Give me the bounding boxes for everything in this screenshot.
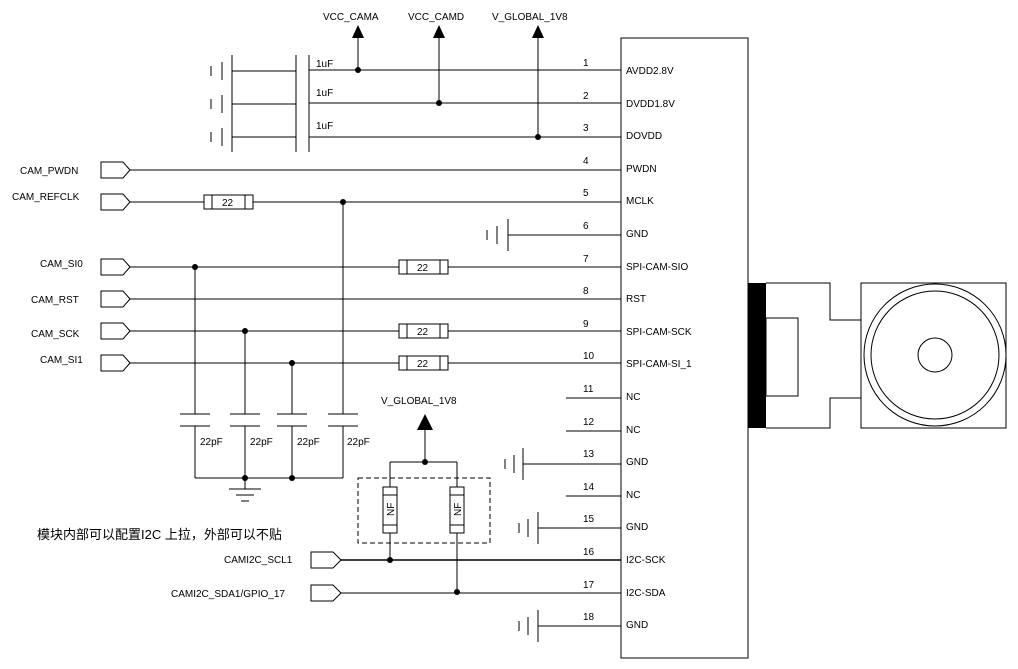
vcc-cama-label: VCC_CAMA	[323, 12, 379, 23]
pin-number-14: 14	[583, 482, 595, 493]
net-cami2c-scl1-label: CAMI2C_SCL1	[224, 555, 293, 566]
pin-name-13: GND	[626, 457, 648, 468]
port-cam-pwdn-icon	[100, 161, 131, 179]
cap-22pf-label-3: 22pF	[297, 437, 320, 448]
pin-name-11: NC	[626, 392, 640, 403]
cap-1uf-label-1: 1uF	[316, 59, 333, 70]
connector-body	[620, 37, 749, 659]
camera-flex-connector	[748, 283, 766, 428]
pin-name-5: MCLK	[626, 196, 654, 207]
pin-number-10: 10	[583, 351, 595, 362]
v-global-pullup-arrow-icon	[417, 414, 433, 430]
cap-1uf-label-2: 1uF	[316, 88, 333, 99]
pin-number-7: 7	[583, 254, 589, 265]
vcc-camd-label: VCC_CAMD	[408, 12, 464, 23]
pin-number-17: 17	[583, 580, 595, 591]
pin-name-6: GND	[626, 229, 648, 240]
pin-number-18: 18	[583, 612, 595, 623]
v-global-top-arrow-icon	[532, 25, 544, 38]
cap-1uf-label-3: 1uF	[316, 121, 333, 132]
camera-lens-inner	[870, 290, 1000, 420]
pin-number-6: 6	[583, 221, 589, 232]
resistor-sio-label: 22	[417, 263, 429, 274]
resistor-sck-label: 22	[417, 327, 429, 338]
pin-number-11: 11	[583, 384, 594, 395]
pin-name-12: NC	[626, 425, 640, 436]
pin-name-17: I2C-SDA	[626, 588, 666, 599]
pin-name-4: PWDN	[626, 164, 657, 175]
net-cam-rst-label: CAM_RST	[31, 295, 79, 306]
pin-name-16: I2C-SCK	[626, 555, 666, 566]
camera-lens-outer	[863, 283, 1007, 427]
net-cam-pwdn-label: CAM_PWDN	[20, 166, 78, 177]
i2c-pullup-note: 模块内部可以配置I2C 上拉，外部可以不贴	[37, 527, 282, 542]
v-global-top-label: V_GLOBAL_1V8	[492, 12, 568, 23]
vcc-cama-arrow-icon	[352, 25, 364, 38]
resistor-mclk-label: 22	[222, 198, 234, 209]
camera-lens-center	[917, 337, 953, 373]
pin-number-16: 16	[583, 547, 595, 558]
pin-number-13: 13	[583, 449, 595, 460]
cap-22pf-label-4: 22pF	[347, 437, 370, 448]
i2c-pullups: V_GLOBAL_1V8 NF NF	[357, 396, 491, 595]
net-cam-sck-label: CAM_SCK	[31, 329, 80, 340]
gnd-symbols	[486, 219, 621, 642]
port-cam-si0-icon	[100, 258, 131, 276]
pin-number-5: 5	[583, 188, 589, 199]
pin-name-9: SPI-CAM-SCK	[626, 327, 692, 338]
port-cam-si1-icon	[100, 354, 131, 372]
pin-number-12: 12	[583, 417, 595, 428]
power-rails: VCC_CAMA VCC_CAMD V_GLOBAL_1V8	[323, 12, 568, 140]
vcc-camd-arrow-icon	[433, 25, 445, 38]
port-cam-refclk-icon	[100, 193, 131, 211]
net-cam-si0-label: CAM_SI0	[40, 259, 83, 270]
cap-22pf-label-1: 22pF	[200, 437, 223, 448]
pin-number-1: 1	[583, 58, 589, 69]
pin-number-15: 15	[583, 514, 595, 525]
pin-name-1: AVDD2.8V	[626, 66, 674, 77]
pin-name-3: DOVDD	[626, 131, 662, 142]
port-cami2c-sda1-icon	[310, 584, 342, 602]
decoupling-capacitors: 1uF 1uF 1uF	[210, 55, 621, 152]
cap-22pf-label-2: 22pF	[250, 437, 273, 448]
input-ports: CAM_PWDN 22 CAM_REFCLK 22 CAM_SI0 CAM_RS…	[12, 161, 621, 372]
resistor-si1-label: 22	[417, 359, 429, 370]
v-global-pullup-label: V_GLOBAL_1V8	[381, 396, 457, 407]
resistor-pullup-sda-label: NF	[453, 503, 464, 516]
pin-name-15: GND	[626, 522, 648, 533]
camera-flex-tab	[765, 317, 799, 397]
pin-number-8: 8	[583, 286, 589, 297]
pin-name-14: NC	[626, 490, 640, 501]
port-cam-sck-icon	[100, 322, 131, 340]
pin-name-8: RST	[626, 294, 646, 305]
pin-name-7: SPI-CAM-SIO	[626, 262, 688, 273]
camera-module	[748, 282, 1007, 429]
net-cam-refclk-label: CAM_REFCLK	[12, 192, 80, 203]
port-cam-rst-icon	[100, 290, 131, 308]
pin-number-4: 4	[583, 156, 589, 167]
port-cami2c-scl1-icon	[310, 551, 342, 569]
pin-name-18: GND	[626, 620, 648, 631]
pin-name-2: DVDD1.8V	[626, 99, 675, 110]
net-cami2c-sda1-label: CAMI2C_SDA1/GPIO_17	[171, 589, 285, 600]
pin-name-10: SPI-CAM-SI_1	[626, 359, 692, 370]
nc-stubs	[566, 397, 621, 497]
resistor-pullup-scl-label: NF	[386, 503, 397, 516]
pin-number-2: 2	[583, 91, 589, 102]
optional-pullup-boundary	[357, 477, 491, 544]
net-cam-si1-label: CAM_SI1	[40, 355, 83, 366]
pin-number-9: 9	[583, 319, 589, 330]
filter-capacitors: 22pF 22pF 22pF 22pF	[180, 202, 370, 502]
i2c-ports: CAMI2C_SCL1 CAMI2C_SDA1/GPIO_17	[171, 551, 621, 602]
pin-number-3: 3	[583, 123, 589, 134]
